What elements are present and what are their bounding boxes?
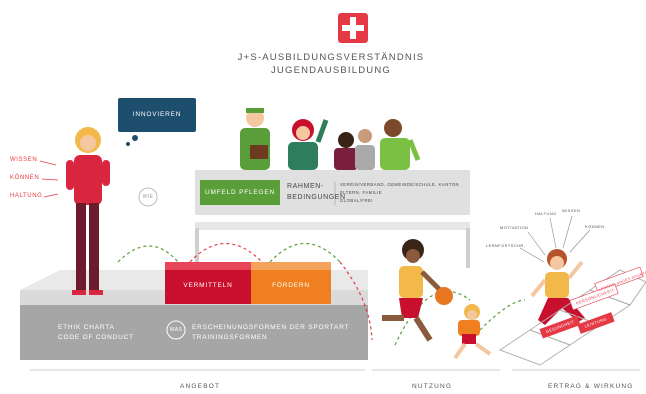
ethik-charta-label: ETHIK CHARTA [58,324,115,331]
small-child [453,304,492,360]
erscheinungsformen-label: ERSCHEINUNGSFORMEN DER SPORTART [192,324,350,331]
competence-koennen: KÖNNEN [10,175,40,181]
wie-label: WIE [142,194,154,200]
steps [165,262,331,304]
code-of-conduct-label: CODE OF CONDUCT [58,334,134,341]
competence-haltung: HALTUNG [10,193,43,199]
wissen-label: WISSEN [562,208,581,213]
title-line-2: JUGENDAUSBILDUNG [270,65,392,76]
rahmen-bullet-1: VEREIN/VERBAND, GEMEINDE/SCHULE, KANTON [340,182,460,187]
foerdern-label: FÖRDERN [272,282,310,289]
umfeld-pflegen-label: UMFELD PFLEGEN [204,189,276,196]
rahmenbedingungen-line-1: RAHMEN- [287,183,324,190]
hopscotch-labels-bg [539,266,644,339]
rahmen-bullet-3: GLOBAL/FREI [340,198,373,203]
vermitteln-label: VERMITTELN [183,282,233,289]
spectators [240,108,421,170]
was-label: WAS [169,327,183,333]
basketball-player [382,239,453,342]
title-line-1: J+S-AUSBILDUNGSVERSTÄNDNIS [237,52,425,63]
footer-ertrag: ERTRAG & WIRKUNG [548,383,634,390]
koennen-label: KÖNNEN [585,224,605,229]
competence-wissen: WISSEN [10,157,38,163]
js-logo [338,13,368,43]
competence-pointers [39,160,59,198]
footer-nutzung: NUTZUNG [412,383,453,390]
umfeld-pflegen-box [200,180,280,205]
wie-circle [138,187,158,207]
innovieren-label: INNOVIEREN [132,111,182,118]
trainingsformen-label: TRAININGSFORMEN [192,334,268,341]
lernfortschritt-label: LERNFORTSCHR. [486,243,526,248]
running-child [530,249,585,325]
rahmenbedingungen-line-2: BEDINGUNGEN [287,194,346,201]
was-circle [166,320,186,340]
haltung-label: HALTUNG [535,211,557,216]
speech-bubble [118,98,196,146]
coach-figure [66,127,110,295]
rahmen-bullet-2: ELTERN, FAMILIE [340,190,383,195]
footer-angebot: ANGEBOT [180,383,221,390]
motivation-pointers [519,215,591,263]
motivation-label: MOTIVATION [500,225,529,230]
dashed-arcs [117,242,526,346]
